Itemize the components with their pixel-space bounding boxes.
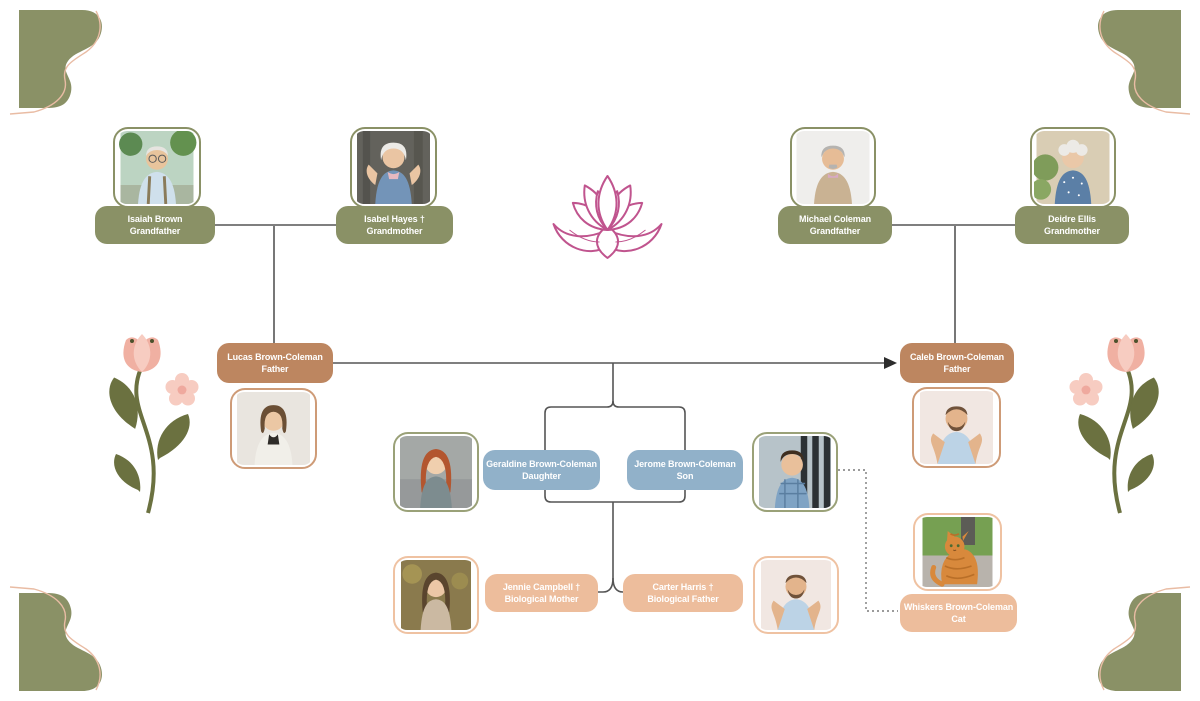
elderly-woman-photo-icon xyxy=(1034,131,1110,204)
person-name: Jerome Brown-Coleman xyxy=(634,458,736,469)
person-role: Biological Mother xyxy=(504,594,579,604)
node-jennie[interactable]: Jennie Campbell † Biological Mother xyxy=(485,574,598,612)
person-role: Grandmother xyxy=(366,226,423,236)
photo-geraldine[interactable] xyxy=(393,432,479,512)
person-name: Jennie Campbell † xyxy=(502,581,581,592)
corner-decoration-icon xyxy=(1098,586,1191,691)
photo-isaiah[interactable] xyxy=(113,127,201,208)
photo-michael[interactable] xyxy=(790,127,876,208)
lotus-icon xyxy=(552,175,663,259)
person-role: Grandfather xyxy=(809,226,861,236)
photo-jennie[interactable] xyxy=(393,556,479,634)
corner-decoration-icon xyxy=(9,586,102,691)
photo-deidre[interactable] xyxy=(1030,127,1116,208)
corner-decoration-icon xyxy=(1098,10,1191,115)
tulip-flower-icon xyxy=(1069,334,1159,514)
node-deidre[interactable]: Deidre Ellis Grandmother xyxy=(1015,206,1129,244)
person-name: Carter Harris † xyxy=(652,581,714,592)
node-caleb[interactable]: Caleb Brown-Coleman Father xyxy=(900,343,1014,383)
node-isaiah[interactable]: Isaiah Brown Grandfather xyxy=(95,206,215,244)
node-isabel[interactable]: Isabel Hayes † Grandmother xyxy=(336,206,453,244)
photo-lucas[interactable] xyxy=(230,388,317,469)
person-role: Father xyxy=(261,364,289,374)
node-jerome[interactable]: Jerome Brown-Coleman Son xyxy=(627,450,743,490)
person-name: Isaiah Brown xyxy=(127,213,183,224)
node-whiskers[interactable]: Whiskers Brown-Coleman Cat xyxy=(900,594,1017,632)
person-role: Grandmother xyxy=(1044,226,1100,236)
person-name: Michael Coleman xyxy=(798,213,872,224)
photo-jerome[interactable] xyxy=(752,432,838,512)
arrowhead-icon xyxy=(884,357,897,369)
person-role: Grandfather xyxy=(129,226,181,236)
person-name: Caleb Brown-Coleman xyxy=(909,351,1005,362)
red-haired-woman-photo-icon xyxy=(400,436,472,508)
gray-haired-man-photo-icon xyxy=(796,131,870,204)
tulip-flower-icon xyxy=(109,334,199,514)
person-name: Isabel Hayes † xyxy=(364,213,425,224)
node-carter[interactable]: Carter Harris † Biological Father xyxy=(623,574,743,612)
person-name: Whiskers Brown-Coleman xyxy=(903,601,1014,612)
person-role: Son xyxy=(676,471,694,481)
elderly-woman-photo-icon xyxy=(357,131,430,204)
person-name: Lucas Brown-Coleman xyxy=(227,351,323,362)
person-name: Deidre Ellis xyxy=(1048,213,1096,224)
corner-decoration-icon xyxy=(9,10,102,115)
person-role: Cat xyxy=(951,614,966,624)
brown-haired-woman-photo-icon xyxy=(401,560,471,630)
node-lucas[interactable]: Lucas Brown-Coleman Father xyxy=(217,343,333,383)
person-role: Father xyxy=(943,364,971,374)
person-role: Biological Father xyxy=(647,594,719,604)
person-role: Daughter xyxy=(522,471,561,481)
photo-carter[interactable] xyxy=(753,556,839,634)
photo-caleb[interactable] xyxy=(912,387,1001,468)
teen-boy-photo-icon xyxy=(759,436,831,508)
bearded-man-photo-icon xyxy=(761,560,831,630)
person-name: Geraldine Brown-Coleman xyxy=(486,458,597,469)
node-michael[interactable]: Michael Coleman Grandfather xyxy=(778,206,892,244)
node-geraldine[interactable]: Geraldine Brown-Coleman Daughter xyxy=(483,450,600,490)
elderly-man-photo-icon xyxy=(119,131,197,204)
photo-isabel[interactable] xyxy=(350,127,437,208)
young-man-photo-icon xyxy=(237,392,310,465)
bearded-man-photo-icon xyxy=(920,391,993,464)
orange-cat-photo-icon xyxy=(922,517,993,587)
dotted-connector-cat xyxy=(838,469,898,612)
photo-whiskers[interactable] xyxy=(913,513,1002,591)
